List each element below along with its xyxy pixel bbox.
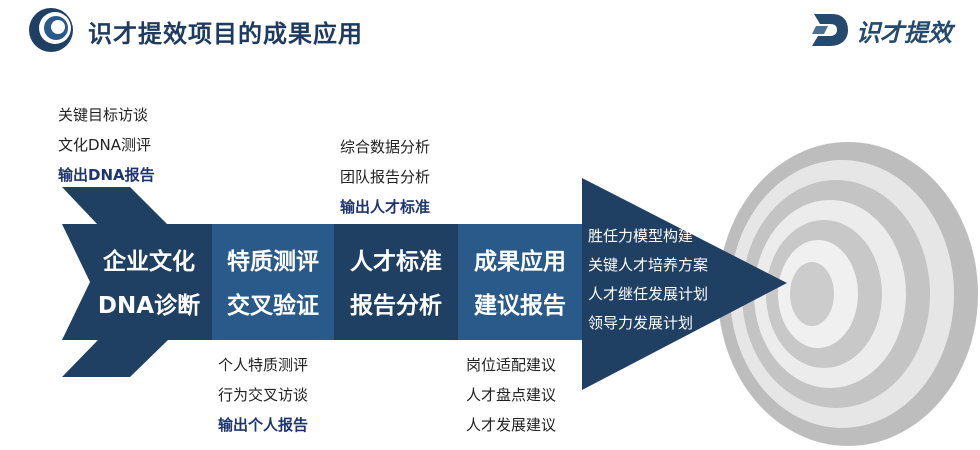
stage-4-label: 成果应用 建议报告 [458, 240, 582, 328]
stage-4-line1: 成果应用 [474, 249, 566, 275]
stage-2-line1: 特质测评 [227, 249, 319, 275]
arrow-item: 人才继任发展计划 [588, 285, 709, 303]
note-item: 团队报告分析 [340, 168, 431, 186]
note-item: 人才盘点建议 [466, 386, 557, 404]
brand-d-icon [812, 14, 848, 46]
arrow-tail [62, 224, 212, 340]
stage-3-label: 人才标准 报告分析 [334, 240, 458, 328]
arrow-item: 领导力发展计划 [588, 314, 694, 332]
output-item: 输出人才标准 [340, 198, 431, 216]
arrow-head-list: 胜任力模型构建 关键人才培养方案 人才继任发展计划 领导力发展计划 [588, 222, 708, 338]
arrow-segment-3 [334, 224, 458, 340]
stage-1-line1: 企业文化 [103, 249, 195, 275]
brand-logo: 识才提效 [810, 12, 952, 48]
output-item: 输出个人报告 [218, 416, 309, 434]
output-item: 输出DNA报告 [58, 166, 155, 184]
stage-1-label: 企业文化 DNA诊断 [90, 240, 208, 328]
page-title: 识才提效项目的成果应用 [88, 20, 363, 48]
arrow-head [582, 178, 787, 390]
arrow-fletching-bottom [62, 340, 168, 377]
stage-3-line2: 报告分析 [350, 293, 442, 319]
arrow-item: 胜任力模型构建 [588, 227, 694, 245]
note-item: 综合数据分析 [340, 138, 431, 156]
arrow-fletching-top [62, 187, 168, 225]
arrow-segment-4 [458, 224, 582, 340]
stage-3-line1: 人才标准 [350, 249, 442, 275]
stage-2-notes: 个人特质测评 行为交叉访谈 输出个人报告 [218, 350, 308, 440]
stage-4-line2: 建议报告 [474, 293, 566, 319]
target-rings-icon [718, 142, 978, 446]
stage-1-line2: DNA诊断 [97, 293, 201, 319]
arrow-segment-2 [212, 224, 334, 340]
note-item: 行为交叉访谈 [218, 386, 309, 404]
stage-1-notes: 关键目标访谈 文化DNA测评 输出DNA报告 [58, 100, 155, 190]
ring-logo-icon [29, 8, 73, 52]
stage-2-label: 特质测评 交叉验证 [212, 240, 334, 328]
note-item: 关键目标访谈 [58, 106, 149, 124]
brand-name: 识才提效 [856, 18, 952, 47]
note-item: 岗位适配建议 [466, 356, 557, 374]
stage-2-line2: 交叉验证 [227, 293, 319, 319]
note-item: 人才发展建议 [466, 416, 557, 434]
note-item: 文化DNA测评 [58, 136, 152, 154]
stage-4-notes: 岗位适配建议 人才盘点建议 人才发展建议 [466, 350, 556, 440]
note-item: 个人特质测评 [218, 356, 309, 374]
stage-3-notes: 综合数据分析 团队报告分析 输出人才标准 [340, 132, 430, 222]
arrow-item: 关键人才培养方案 [588, 256, 709, 274]
